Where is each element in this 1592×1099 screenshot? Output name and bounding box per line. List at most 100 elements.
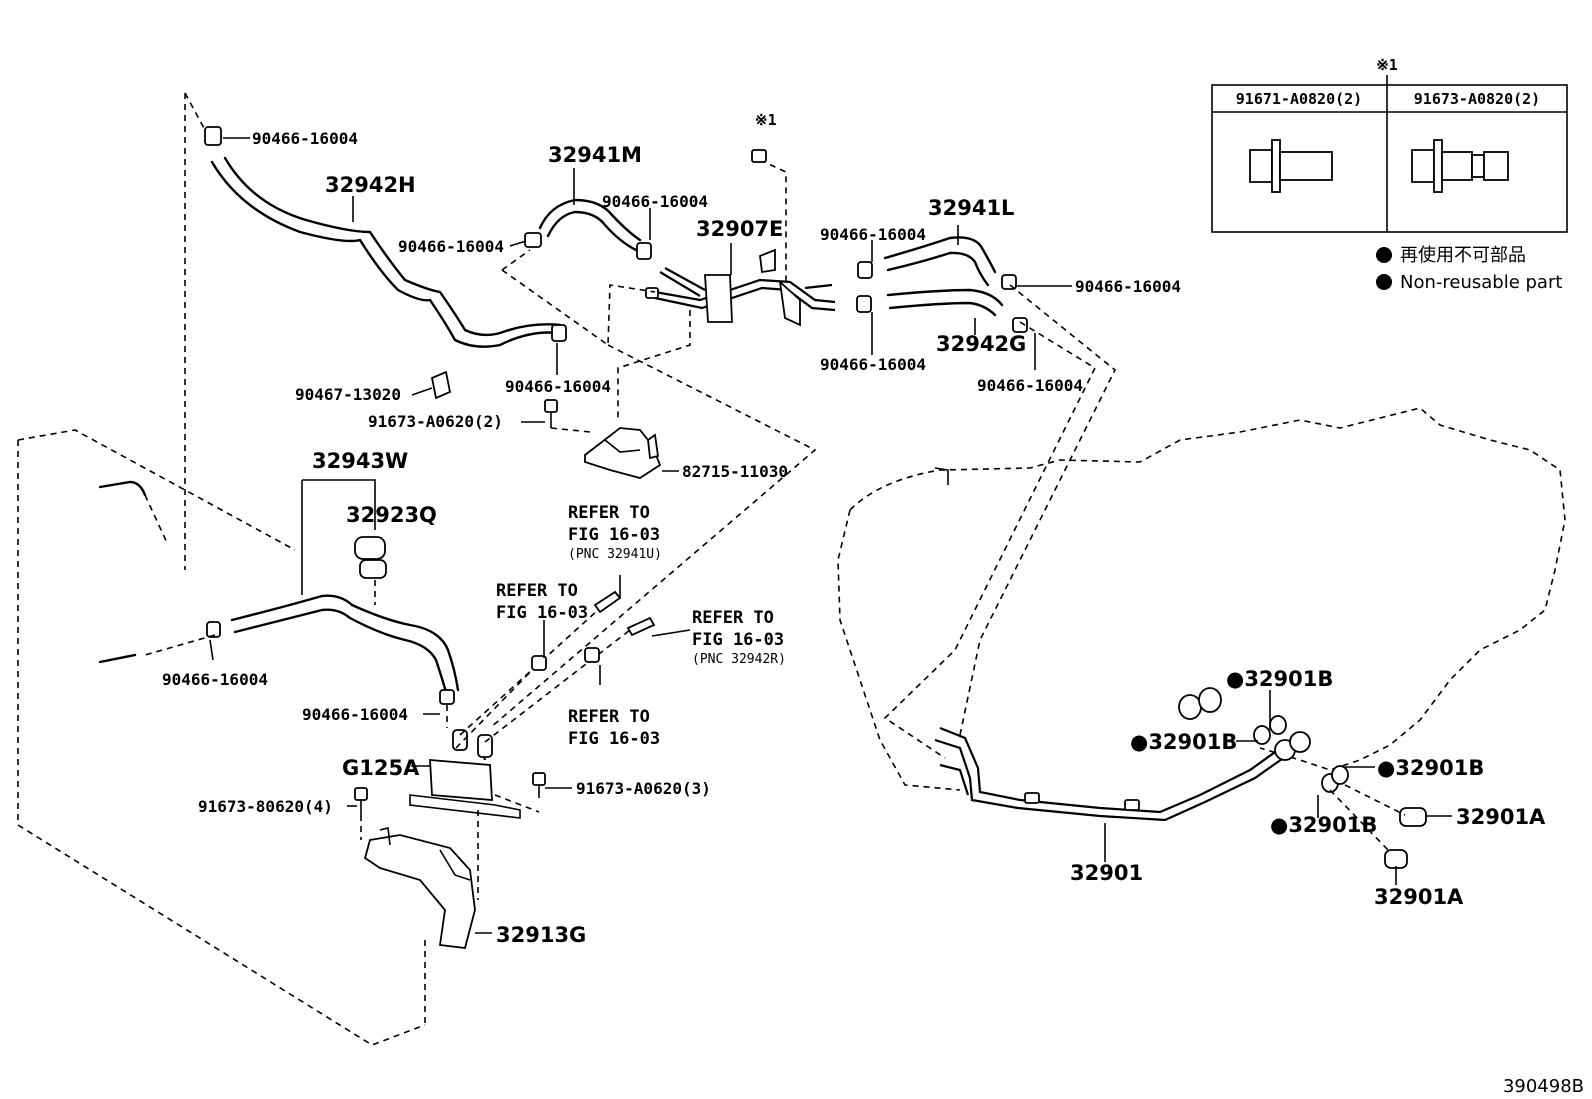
legend-en: Non-reusable part — [1400, 272, 1562, 293]
bolt-icon — [354, 787, 368, 815]
link-line — [144, 634, 216, 656]
refer-block-3: REFER TO FIG 16-03 (PNC 32942R) — [692, 608, 786, 667]
pipe-32901 — [934, 726, 1311, 822]
union-bolt-icon — [1384, 807, 1427, 869]
non-reusable-dot-icon — [1376, 247, 1392, 263]
callout-90466-16004: 90466-16004 — [820, 355, 926, 374]
clamp-icon — [857, 261, 873, 279]
bolt-icon — [532, 772, 546, 798]
callout-mark: ※1 — [755, 111, 777, 129]
callout-32901B: ●32901B — [1130, 730, 1237, 754]
clamp-icon — [204, 126, 222, 146]
leader-line — [302, 479, 376, 530]
clamp-icon — [439, 689, 455, 705]
clamp-icon — [206, 621, 221, 638]
clamp-icon — [636, 242, 652, 260]
transmission-outline — [837, 407, 1566, 791]
callout-32901A: 32901A — [1374, 885, 1464, 909]
callout-90466-16004: 90466-16004 — [252, 129, 358, 148]
callout-32901B: ●32901B — [1226, 667, 1333, 691]
callout-G125A: G125A — [342, 756, 420, 780]
bolt-icon — [544, 399, 558, 428]
link-line — [759, 159, 787, 286]
callout-91673-A0620: 91673-A0620(3) — [576, 779, 711, 798]
callout-32942H: 32942H — [325, 173, 416, 197]
clamp-icon — [551, 324, 567, 342]
refer-block-2: REFER TO FIG 16-03 — [496, 581, 588, 623]
clamp-icon — [856, 295, 872, 313]
link-line — [489, 344, 817, 729]
link-line — [501, 269, 656, 347]
legend-jp: 再使用不可部品 — [1400, 245, 1526, 266]
link-line — [459, 609, 599, 736]
clamp-icon — [1001, 274, 1017, 290]
clamp-icon — [524, 232, 542, 248]
callout-32901: 32901 — [1070, 861, 1143, 885]
refer-block-1: REFER TO FIG 16-03 (PNC 32941U) — [568, 503, 662, 562]
callout-90466-16004: 90466-16004 — [977, 376, 1083, 395]
refer-block-4: REFER TO FIG 16-03 — [568, 707, 660, 749]
flange-bolt-icon — [1249, 139, 1333, 193]
non-reusable-dot-icon — [1376, 274, 1392, 290]
link-line — [617, 310, 691, 418]
legend: 再使用不可部品 Non-reusable part — [1376, 245, 1562, 293]
refer-pnc: (PNC 32941U) — [568, 547, 662, 562]
callout-91673-A0620: 91673-A0620(2) — [368, 412, 503, 431]
hose-32941M — [524, 198, 652, 260]
callout-82715-11030: 82715-11030 — [682, 462, 788, 481]
callout-32943W: 32943W — [312, 449, 408, 473]
refer-line: REFER TO — [496, 581, 578, 601]
link-line — [484, 629, 631, 743]
callout-32923Q: 32923Q — [346, 503, 437, 527]
refer-line: FIG 16-03 — [568, 729, 660, 749]
callout-90466-16004: 90466-16004 — [820, 225, 926, 244]
gasket-icon — [1178, 687, 1349, 793]
callout-90466-16004: 90466-16004 — [398, 237, 504, 256]
callout-32941L: 32941L — [928, 196, 1014, 220]
link-line — [501, 249, 531, 271]
callout-32941M: 32941M — [548, 143, 642, 167]
pipe-end-icon — [645, 287, 659, 299]
callout-90466-16004: 90466-16004 — [162, 670, 268, 689]
hose-32943W — [206, 594, 460, 694]
grommet-32923Q — [354, 536, 387, 579]
hose-32941L — [857, 236, 1017, 290]
table-mark: ※1 — [1376, 56, 1398, 74]
bracket-82715 — [584, 427, 662, 479]
clip-icon — [430, 370, 452, 400]
radiator-outline — [17, 429, 426, 1046]
callout-32913G: 32913G — [496, 923, 586, 947]
callout-32901B: ●32901B — [1270, 813, 1377, 837]
pipe-32907E — [645, 248, 836, 327]
link-line — [550, 427, 591, 433]
hose-32942H — [204, 126, 567, 348]
link-line — [883, 321, 1097, 759]
link-line — [494, 794, 540, 813]
callout-91673-80620: 91673-80620(4) — [198, 797, 333, 816]
callout-90466-16004: 90466-16004 — [302, 705, 408, 724]
refer-pnc: (PNC 32942R) — [692, 652, 786, 667]
flange-bolt-icon — [1411, 139, 1509, 193]
illustration-id: 390498B — [1503, 1076, 1584, 1097]
callout-90466-16004: 90466-16004 — [1075, 277, 1181, 296]
link-line — [959, 284, 1117, 736]
table-col2-header: 91673-A0820(2) — [1414, 90, 1540, 108]
hose-ref-icon — [531, 590, 656, 671]
guide-line-left-top — [184, 92, 206, 131]
link-line — [1329, 789, 1391, 853]
oil-cooler-G125A — [409, 689, 521, 819]
table-col1-header: 91671-A0820(2) — [1236, 90, 1362, 108]
link-line — [1344, 784, 1406, 816]
refer-line: REFER TO — [692, 608, 774, 628]
callout-90467-13020: 90467-13020 — [295, 385, 401, 404]
refer-line: FIG 16-03 — [692, 630, 784, 650]
refer-line: REFER TO — [568, 503, 650, 523]
refer-line: FIG 16-03 — [496, 603, 588, 623]
callout-32901B: ●32901B — [1377, 756, 1484, 780]
refer-line: REFER TO — [568, 707, 650, 727]
bracket-32913G — [363, 827, 476, 949]
bolt-icon — [751, 149, 767, 163]
callout-32907E: 32907E — [696, 217, 783, 241]
hose-32942G — [856, 288, 1028, 333]
